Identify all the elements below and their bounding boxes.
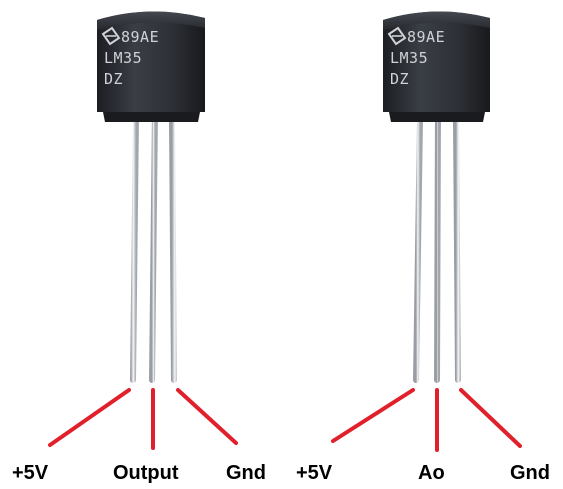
pin-label-gnd-right: Gnd [510,462,550,484]
lead-wires-right [413,109,464,383]
leader-line-vcc-left [48,388,131,447]
to92-package-left [97,11,205,122]
pin-label-ao-right: Ao [418,462,445,484]
lead-wire-gnd-right [452,109,464,383]
pin-label-gnd-left: Gnd [226,462,266,484]
leader-line-gnd-left [176,388,238,445]
leader-line-vcc-right [331,388,415,443]
sensor-left: 89AE LM35 DZ +5V Output Gnd [12,11,266,484]
marking-line2-right: LM35 [390,49,428,67]
leader-lines-right [331,388,522,452]
pin-label-vcc-left: +5V [12,462,49,484]
lead-wire-output-left [149,109,158,383]
national-semiconductor-logo [387,26,407,46]
marking-line3-right: DZ [390,70,409,88]
marking-line1-right: 89AE [407,28,445,46]
sensor-right: 89AE LM35 DZ +5V Ao Gnd [296,11,550,484]
package-marking-left: 89AE LM35 DZ [101,26,159,88]
national-semiconductor-logo [101,26,121,46]
marking-line3-left: DZ [104,70,123,88]
pin-labels-left: +5V Output Gnd [12,462,266,484]
pin-label-vcc-right: +5V [296,462,333,484]
marking-line2-left: LM35 [104,49,142,67]
leader-lines-left [48,388,238,450]
package-marking-right: 89AE LM35 DZ [387,26,445,88]
pin-label-output-left: Output [113,462,179,484]
lead-wire-vcc-right [413,109,424,383]
lead-wire-vcc-left [128,109,140,383]
to92-package-right [383,11,490,122]
lead-wire-ao-right [434,109,441,383]
lead-wire-gnd-left [168,109,181,383]
lead-wires-left [128,109,181,383]
pin-labels-right: +5V Ao Gnd [296,462,550,484]
marking-line1-left: 89AE [121,28,159,46]
leader-line-gnd-right [459,388,522,448]
